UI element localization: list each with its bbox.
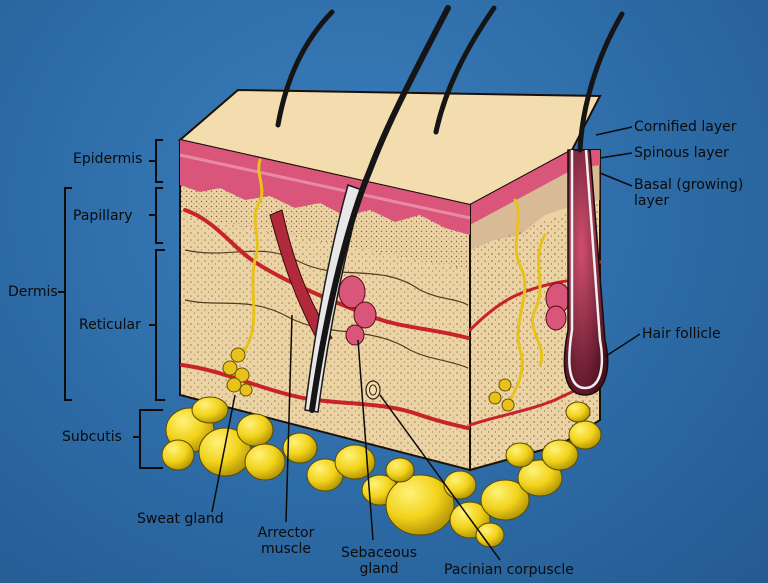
label-dermis: Dermis xyxy=(8,284,58,300)
label-hair-follicle: Hair follicle xyxy=(642,326,721,342)
label-basal-line2: layer xyxy=(634,193,670,209)
label-arrector-line2: muscle xyxy=(260,541,311,557)
label-reticular: Reticular xyxy=(79,317,141,333)
hair-shafts xyxy=(275,5,625,413)
hair-follicle-bulb xyxy=(563,149,609,396)
nerves xyxy=(243,158,547,412)
label-pacinian-corpuscle: Pacinian corpuscle xyxy=(444,562,574,578)
label-sebaceous-line2: gland xyxy=(359,561,399,577)
subcutaneous-fat xyxy=(161,396,602,548)
label-spinous-layer: Spinous layer xyxy=(634,145,729,161)
label-subcutis: Subcutis xyxy=(62,429,122,445)
label-basal-line1: Basal (growing) xyxy=(634,177,744,193)
label-basal-layer: Basal (growing) layer xyxy=(634,177,743,209)
layer-brackets xyxy=(58,139,165,469)
sweat-gland-coil xyxy=(222,347,515,412)
label-papillary: Papillary xyxy=(73,208,133,224)
label-arrector-line1: Arrector xyxy=(257,525,315,541)
label-sebaceous-line1: Sebaceous xyxy=(340,545,417,561)
leader-lines xyxy=(211,126,641,561)
label-cornified-layer: Cornified layer xyxy=(634,119,737,135)
label-epidermis: Epidermis xyxy=(73,151,143,167)
label-arrector-muscle: Arrector muscle xyxy=(251,525,321,557)
label-sweat-gland: Sweat gland xyxy=(137,511,224,527)
pacinian-corpuscle xyxy=(365,380,381,400)
arrector-muscle xyxy=(269,209,333,346)
sebaceous-gland xyxy=(338,275,571,346)
label-sebaceous-gland: Sebaceous gland xyxy=(334,545,424,577)
